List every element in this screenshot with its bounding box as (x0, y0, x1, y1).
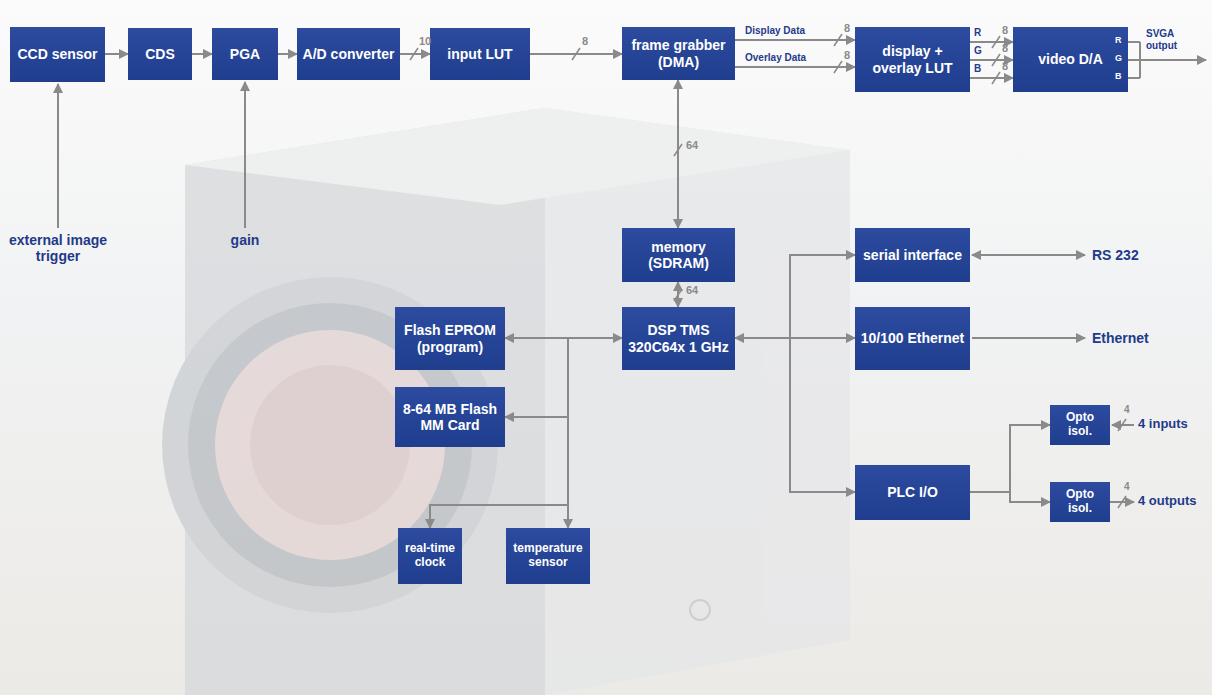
camera-body (162, 108, 850, 695)
process-box: video D/A (1013, 27, 1128, 92)
box-label: PLC I/O (860, 484, 965, 500)
signal-label: G (1115, 53, 1122, 63)
signal-label: external image trigger (8, 232, 108, 264)
process-box: Opto isol. (1050, 482, 1110, 522)
signal-label: Ethernet (1092, 330, 1149, 346)
box-label: 10/100 Ethernet (860, 330, 965, 346)
signal-arrows (58, 42, 1206, 502)
process-box: Opto isol. (1050, 405, 1110, 445)
box-label: Flash EPROM (program) (400, 322, 500, 354)
connector-arrow (735, 39, 855, 41)
signal-label: 4 outputs (1138, 494, 1197, 509)
signal-label: gain (220, 232, 270, 248)
signal-label: 8 (1002, 42, 1008, 55)
edge-label: Display Data (745, 25, 805, 37)
process-box: serial interface (855, 228, 970, 282)
signal-label: 8 (1002, 24, 1008, 37)
signal-label: 4 inputs (1138, 417, 1188, 432)
process-box: input LUT (430, 28, 530, 80)
signal-label: RS 232 (1092, 247, 1139, 263)
process-box: CDS (128, 28, 192, 80)
signal-label: 4 (1124, 404, 1130, 416)
box-label: frame grabber (DMA) (627, 37, 730, 69)
box-label: DSP TMS 320C64x 1 GHz (627, 322, 730, 354)
process-box: PGA (212, 28, 278, 80)
process-box: 8-64 MB Flash MM Card (395, 387, 505, 447)
edge-label: Overlay Data (745, 52, 806, 64)
box-label: temperature sensor (511, 542, 585, 570)
process-box: A/D converter (297, 28, 400, 80)
connector-arrow (970, 492, 1050, 502)
connector-arrow (105, 53, 128, 55)
connector-arrow (677, 80, 679, 228)
signal-label: R (1115, 35, 1122, 45)
box-label: Opto isol. (1055, 411, 1105, 439)
box-label: PGA (217, 46, 273, 62)
box-label: real-time clock (403, 542, 457, 570)
edge-label: R (974, 27, 981, 39)
connector-arrow (505, 338, 622, 417)
signal-label: 8 (844, 49, 850, 62)
box-label: display + overlay LUT (860, 43, 965, 75)
box-label: video D/A (1018, 51, 1123, 67)
connector-arrow (970, 77, 1013, 79)
box-label: CCD sensor (15, 46, 100, 62)
signal-label: SVGA output (1146, 28, 1206, 51)
process-box: real-time clock (398, 528, 462, 584)
process-box: display + overlay LUT (855, 27, 970, 92)
process-box: 10/100 Ethernet (855, 307, 970, 370)
connector-arrow (677, 282, 679, 307)
box-label: A/D converter (302, 46, 395, 62)
connector-arrow (735, 66, 855, 68)
edge-label: G (974, 45, 982, 57)
box-label: 8-64 MB Flash MM Card (400, 401, 500, 433)
bus-width-ticks (410, 34, 1126, 508)
edge-label: B (974, 63, 981, 75)
signal-label: 64 (686, 139, 698, 152)
process-box: frame grabber (DMA) (622, 27, 735, 80)
connector-arrow (568, 338, 622, 528)
connector-arrow (735, 255, 855, 338)
connector-arrow (530, 53, 622, 55)
signal-label: 8 (582, 35, 588, 48)
connector-arrow (192, 53, 212, 55)
process-box: temperature sensor (506, 528, 590, 584)
signal-label: 8 (1002, 60, 1008, 73)
process-box: CCD sensor (10, 27, 105, 82)
box-label: memory (SDRAM) (627, 239, 730, 271)
signal-label: 64 (686, 284, 698, 297)
connector-arrow (278, 53, 297, 55)
signal-label: 8 (844, 22, 850, 35)
connector-arrow (970, 425, 1050, 492)
process-box: Flash EPROM (program) (395, 307, 505, 370)
signal-label: B (1115, 71, 1122, 81)
connector-arrow (735, 338, 855, 492)
box-label: input LUT (435, 46, 525, 62)
signal-label: 4 (1124, 481, 1130, 493)
process-box: memory (SDRAM) (622, 228, 735, 282)
process-box: PLC I/O (855, 465, 970, 520)
box-label: Opto isol. (1055, 488, 1105, 516)
box-label: CDS (133, 46, 187, 62)
signal-label: 10 (419, 35, 431, 48)
box-label: serial interface (860, 247, 965, 263)
connector-arrow (400, 53, 430, 55)
process-box: DSP TMS 320C64x 1 GHz (622, 307, 735, 370)
